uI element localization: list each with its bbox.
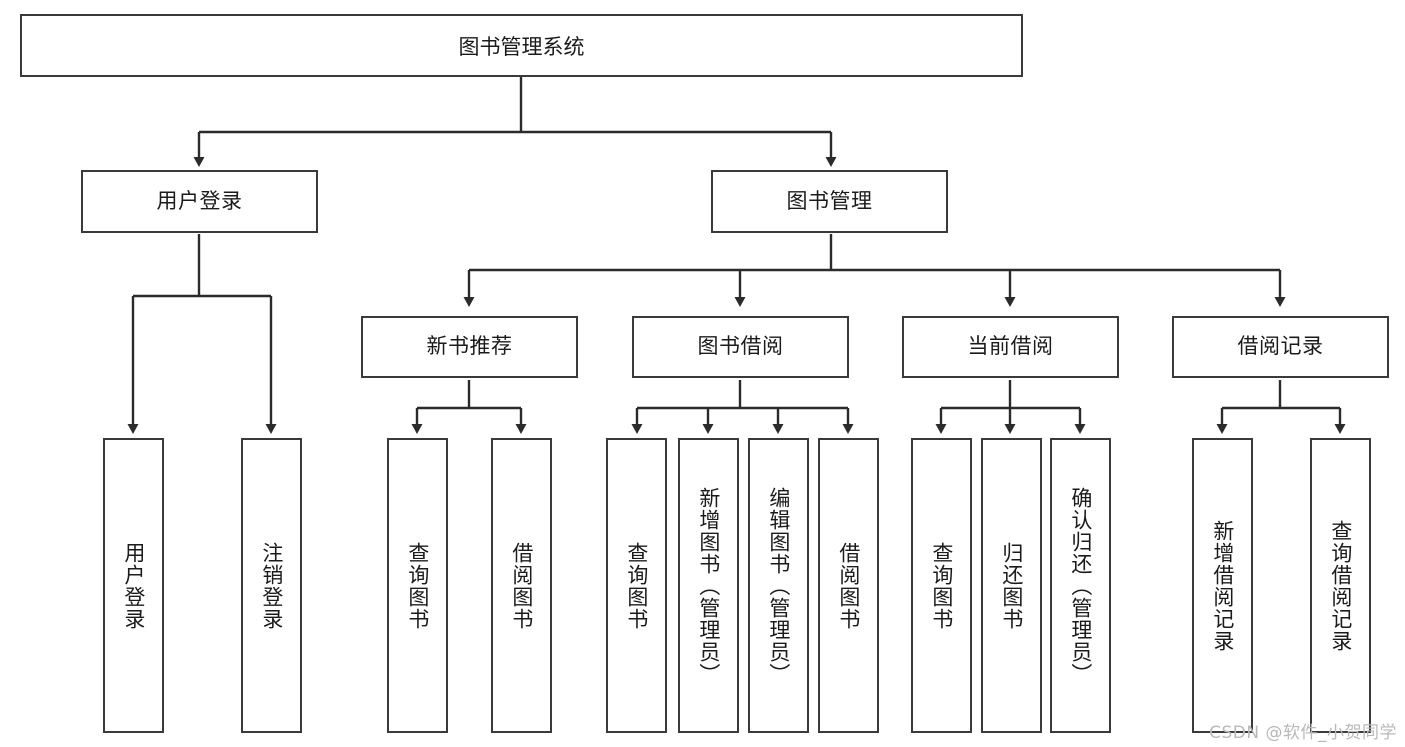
node-current-borrow[interactable]: 当前借阅 <box>902 316 1119 378</box>
leaf-query-borrow-record[interactable]: 查询借阅记录 <box>1310 438 1371 733</box>
leaf-confirm-return-label: 确认归还（管理员） <box>1068 486 1093 685</box>
leaf-user-login[interactable]: 用户登录 <box>103 438 164 733</box>
leaf-query-book-borrow[interactable]: 查询图书 <box>606 438 667 733</box>
leaf-query-borrow-record-label: 查询借阅记录 <box>1328 519 1353 652</box>
node-current-borrow-label: 当前借阅 <box>967 334 1054 359</box>
leaf-borrow-book-newbook-label: 借阅图书 <box>509 541 534 630</box>
leaf-borrow-book-newbook[interactable]: 借阅图书 <box>491 438 552 733</box>
leaf-query-book-newbook[interactable]: 查询图书 <box>387 438 448 733</box>
leaf-add-book[interactable]: 新增图书（管理员） <box>678 438 739 733</box>
node-borrow-record-label: 借阅记录 <box>1237 334 1324 359</box>
leaf-query-book-current[interactable]: 查询图书 <box>911 438 972 733</box>
watermark: CSDN @软件_小贺同学 <box>1209 723 1397 743</box>
node-user-login[interactable]: 用户登录 <box>81 170 318 233</box>
leaf-return-book-label: 归还图书 <box>999 541 1024 630</box>
leaf-logout[interactable]: 注销登录 <box>241 438 302 733</box>
node-new-book-recommend-label: 新书推荐 <box>426 334 513 359</box>
node-user-login-label: 用户登录 <box>156 188 243 213</box>
leaf-borrow-book-borrow[interactable]: 借阅图书 <box>818 438 879 733</box>
node-root[interactable]: 图书管理系统 <box>20 14 1023 77</box>
leaf-return-book[interactable]: 归还图书 <box>981 438 1042 733</box>
node-book-management[interactable]: 图书管理 <box>711 170 948 233</box>
leaf-add-book-label: 新增图书（管理员） <box>696 486 721 685</box>
leaf-query-book-current-label: 查询图书 <box>929 541 954 630</box>
leaf-add-borrow-record[interactable]: 新增借阅记录 <box>1192 438 1253 733</box>
leaf-query-book-borrow-label: 查询图书 <box>624 541 649 630</box>
leaf-borrow-book-borrow-label: 借阅图书 <box>836 541 861 630</box>
leaf-edit-book[interactable]: 编辑图书（管理员） <box>748 438 809 733</box>
leaf-confirm-return[interactable]: 确认归还（管理员） <box>1050 438 1111 733</box>
leaf-edit-book-label: 编辑图书（管理员） <box>766 486 791 685</box>
node-book-borrow-label: 图书借阅 <box>697 334 784 359</box>
node-root-label: 图书管理系统 <box>458 34 585 59</box>
node-book-management-label: 图书管理 <box>786 188 873 213</box>
node-borrow-record[interactable]: 借阅记录 <box>1172 316 1389 378</box>
leaf-query-book-newbook-label: 查询图书 <box>405 541 430 630</box>
node-new-book-recommend[interactable]: 新书推荐 <box>361 316 578 378</box>
leaf-logout-label: 注销登录 <box>259 541 284 630</box>
leaf-add-borrow-record-label: 新增借阅记录 <box>1210 519 1235 652</box>
leaf-user-login-label: 用户登录 <box>121 541 146 630</box>
node-book-borrow[interactable]: 图书借阅 <box>632 316 849 378</box>
